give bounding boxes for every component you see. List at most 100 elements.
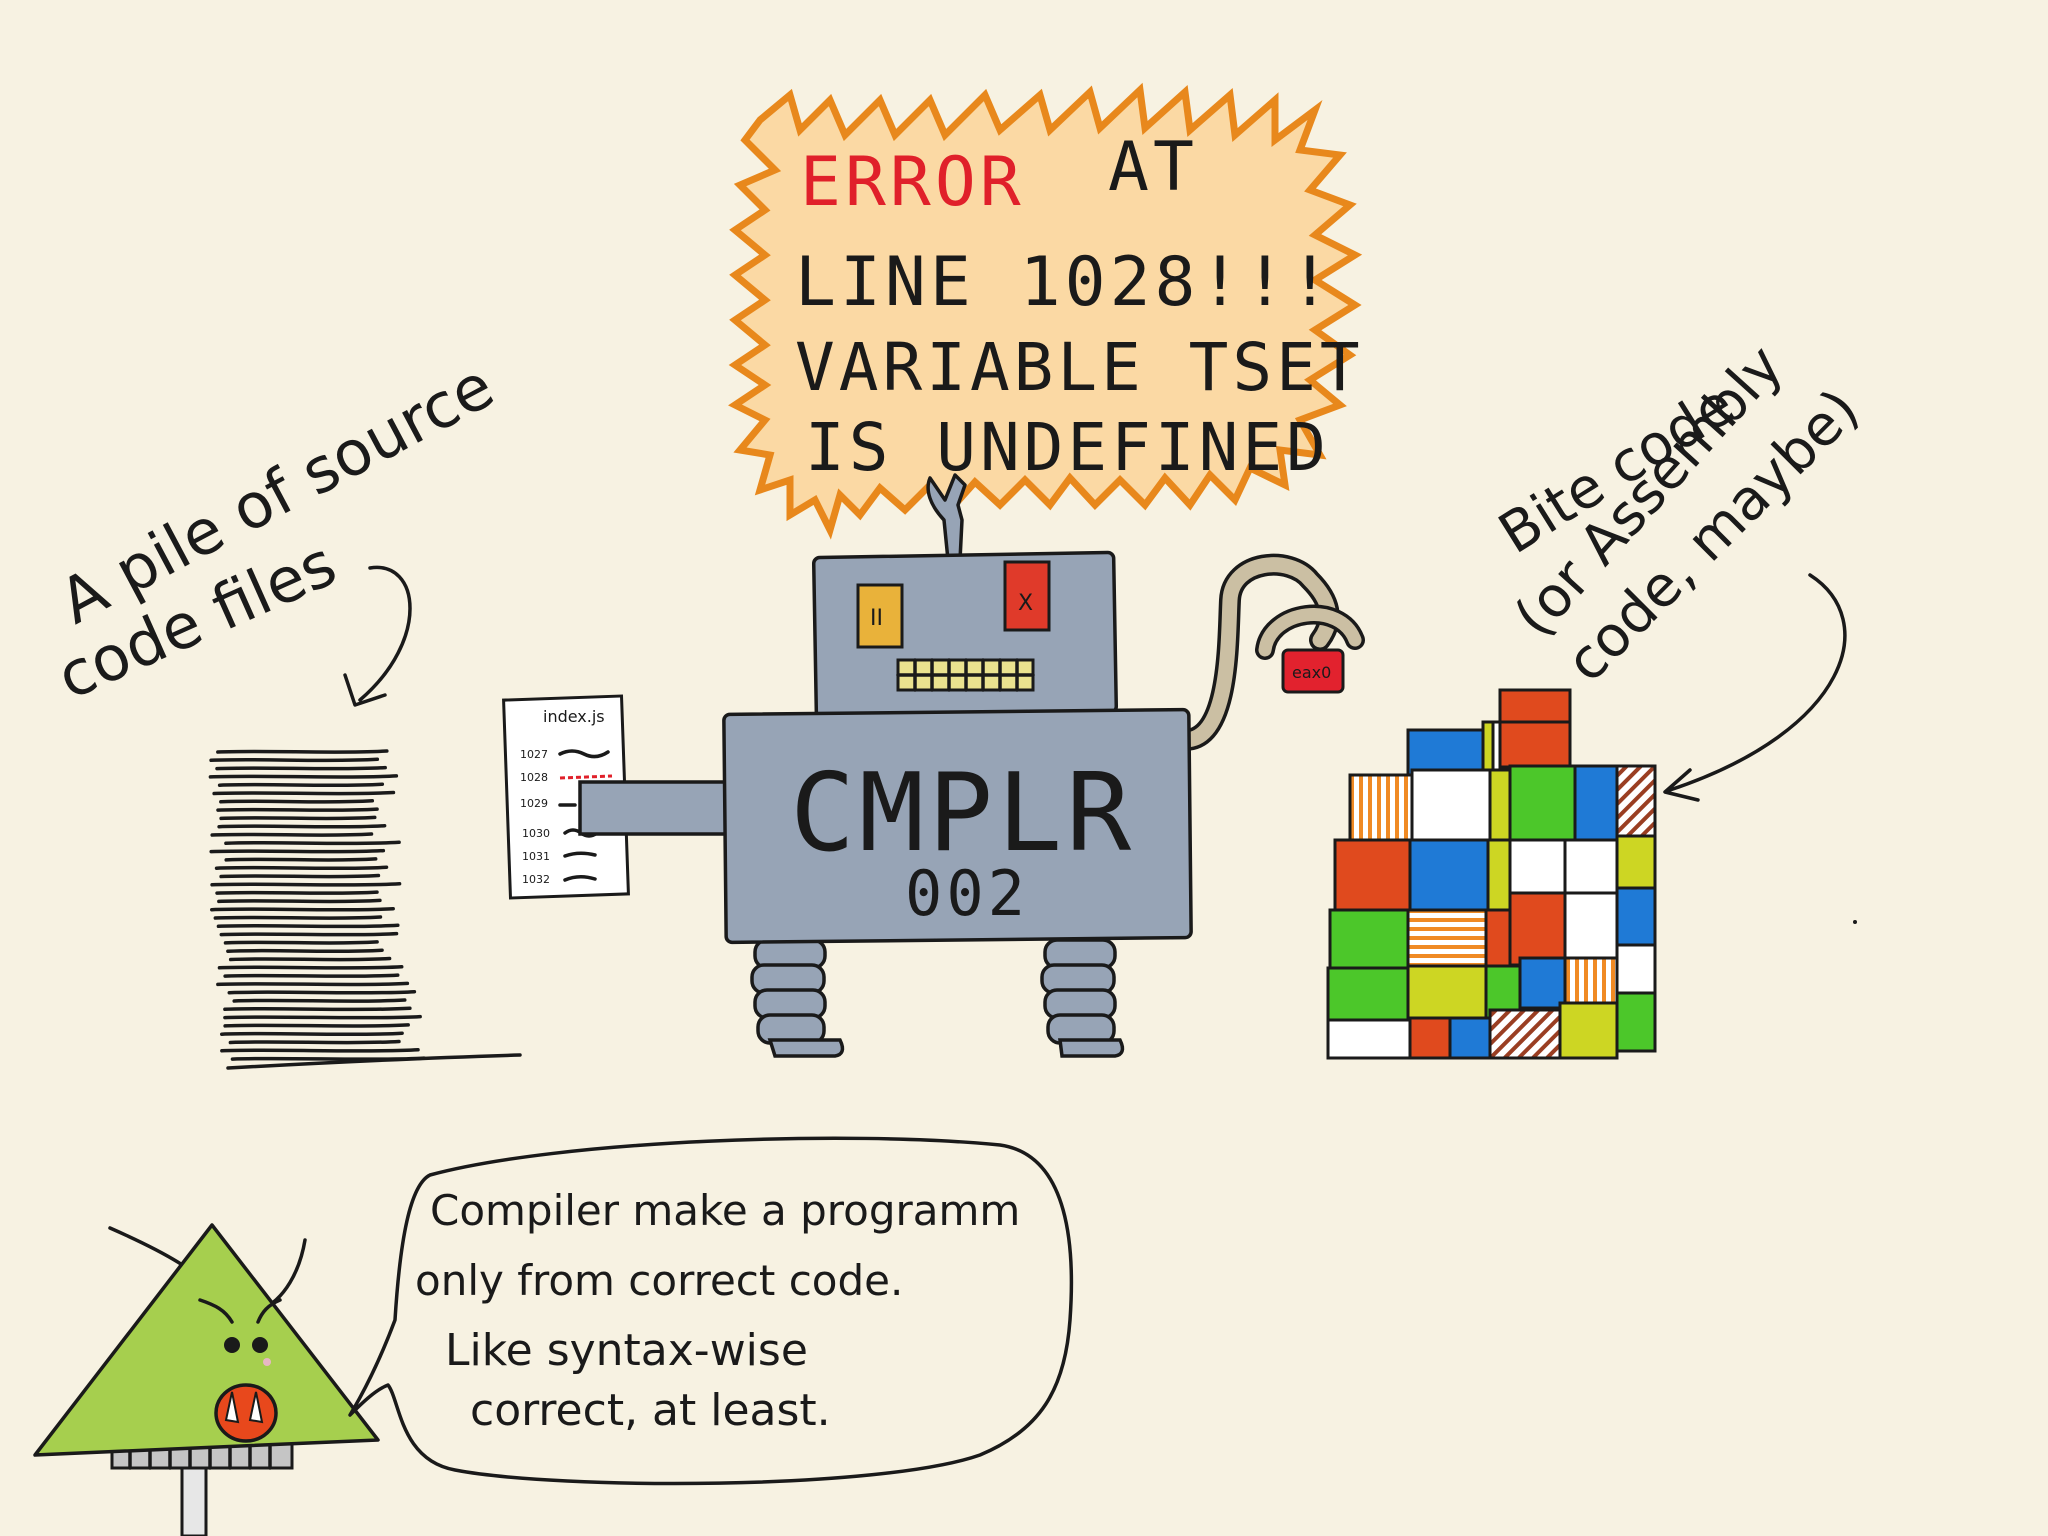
paper-sheet xyxy=(227,989,417,995)
robot-tube-arm-fill xyxy=(1177,557,1337,748)
monster-mouth xyxy=(214,1383,278,1443)
monster-cheek xyxy=(263,1358,271,1366)
code-sheet: index.js 1027 1028 1029 1030 1031 1032 xyxy=(502,694,630,900)
error-line2: LINE 1028!!! xyxy=(795,243,1334,322)
byte-block xyxy=(1410,768,1492,842)
robot-body-number: 002 xyxy=(905,857,1029,930)
byte-block xyxy=(1484,908,1512,972)
code-line-number: 1028 xyxy=(520,771,548,784)
paper-sheet xyxy=(208,774,399,779)
bytecode-arrow xyxy=(1663,573,1847,802)
code-line-number: 1030 xyxy=(522,827,550,840)
paper-sheet xyxy=(232,998,407,1003)
paper-sheet xyxy=(210,882,402,887)
robot-right-eye xyxy=(1003,560,1051,632)
error-line1-rest: AT xyxy=(1108,128,1198,207)
paper-pile-base xyxy=(226,1053,522,1070)
code-line-squiggle xyxy=(558,749,610,759)
paper-sheet xyxy=(223,940,379,945)
code-line-squiggle xyxy=(563,851,597,858)
robot-right-leg xyxy=(1040,938,1125,1058)
byte-block xyxy=(1448,1016,1492,1060)
byte-block xyxy=(1348,773,1414,842)
paper-sheet xyxy=(223,1014,422,1020)
paper-sheet xyxy=(214,865,389,871)
byte-block xyxy=(1563,956,1619,1005)
error-bubble: ERROR AT LINE 1028!!! VARIABLE TSET IS U… xyxy=(728,82,1364,540)
monster-eyebrow xyxy=(256,1298,282,1324)
paper-sheet xyxy=(216,749,389,754)
source-files-label: A pile of source code files xyxy=(46,349,505,714)
byte-block xyxy=(1615,764,1657,838)
robot-body-title: CMPLR xyxy=(790,751,1135,876)
paper-sheet xyxy=(217,823,387,829)
code-line-squiggle xyxy=(563,875,597,882)
speech-line3: Like syntax-wise xyxy=(445,1325,808,1376)
claw-chip xyxy=(1281,648,1345,694)
claw-chip-label: eax0 xyxy=(1292,663,1331,682)
triangle-monster xyxy=(33,1223,380,1536)
byte-block xyxy=(1333,838,1412,912)
monster-neck-ribs xyxy=(128,1438,272,1470)
byte-block xyxy=(1563,891,1619,967)
byte-block xyxy=(1408,838,1490,912)
paper-sheet xyxy=(219,873,381,879)
code-line-number: 1031 xyxy=(522,850,550,863)
error-word: ERROR xyxy=(800,143,1025,222)
byte-block xyxy=(1406,728,1485,777)
byte-block xyxy=(1508,891,1567,967)
paper-sheet xyxy=(209,848,386,854)
paper-sheet xyxy=(215,765,387,771)
monster-stem xyxy=(180,1466,208,1536)
byte-block xyxy=(1558,1001,1619,1060)
byte-block xyxy=(1615,834,1657,890)
paper-sheet xyxy=(216,923,400,929)
paper-sheet xyxy=(220,1048,420,1053)
monster-fang xyxy=(248,1391,264,1424)
byte-block xyxy=(1615,991,1657,1053)
paper-sheet xyxy=(210,906,395,912)
paper-sheet xyxy=(215,890,379,896)
paper-sheet xyxy=(210,832,374,837)
paper-sheet xyxy=(226,948,384,954)
byte-block xyxy=(1498,720,1572,769)
monster-body xyxy=(33,1223,380,1457)
paper-sheet xyxy=(217,965,404,970)
robot-right-eye-label: X xyxy=(1018,591,1033,616)
paper-sheet xyxy=(213,915,383,920)
byte-block xyxy=(1488,1008,1562,1060)
byte-block xyxy=(1406,964,1488,1025)
monster-eye xyxy=(224,1337,240,1353)
paper-sheet xyxy=(228,956,392,962)
byte-block xyxy=(1508,764,1577,842)
stray-dot xyxy=(1853,920,1857,924)
speech-bubble: Compiler make a programm only from corre… xyxy=(348,1136,1074,1486)
antenna-icon xyxy=(926,473,967,562)
speech-line2: only from correct code. xyxy=(415,1256,903,1305)
error-line4: IS UNDEFINED xyxy=(805,409,1330,486)
robot-claw-fill xyxy=(1258,608,1362,657)
byte-block xyxy=(1408,1016,1452,1060)
robot-left-eye-label: II xyxy=(870,606,883,631)
source-arrow xyxy=(343,565,412,707)
paper-sheet xyxy=(217,898,382,904)
monster-fang xyxy=(224,1391,240,1424)
robot-left-arm xyxy=(578,780,732,836)
paper-sheet xyxy=(223,973,400,979)
code-sheet-filename: index.js xyxy=(543,707,605,726)
byte-block xyxy=(1498,688,1572,724)
error-bubble-shape xyxy=(728,82,1363,540)
speech-line4: correct, at least. xyxy=(470,1385,831,1436)
paper-sheet xyxy=(223,1023,410,1028)
paper-sheet xyxy=(209,757,380,763)
paper-sheet xyxy=(223,1006,412,1012)
paper-sheet xyxy=(220,1031,404,1037)
robot-left-eye xyxy=(856,583,904,649)
paper-sheet xyxy=(219,931,399,937)
byte-block xyxy=(1488,768,1512,842)
error-line3: VARIABLE TSET xyxy=(795,329,1364,406)
code-line-number: 1027 xyxy=(520,748,548,761)
compiler-robot: II X CMPLR 002 eax0 xyxy=(578,473,1365,1058)
paper-sheet xyxy=(216,981,410,987)
